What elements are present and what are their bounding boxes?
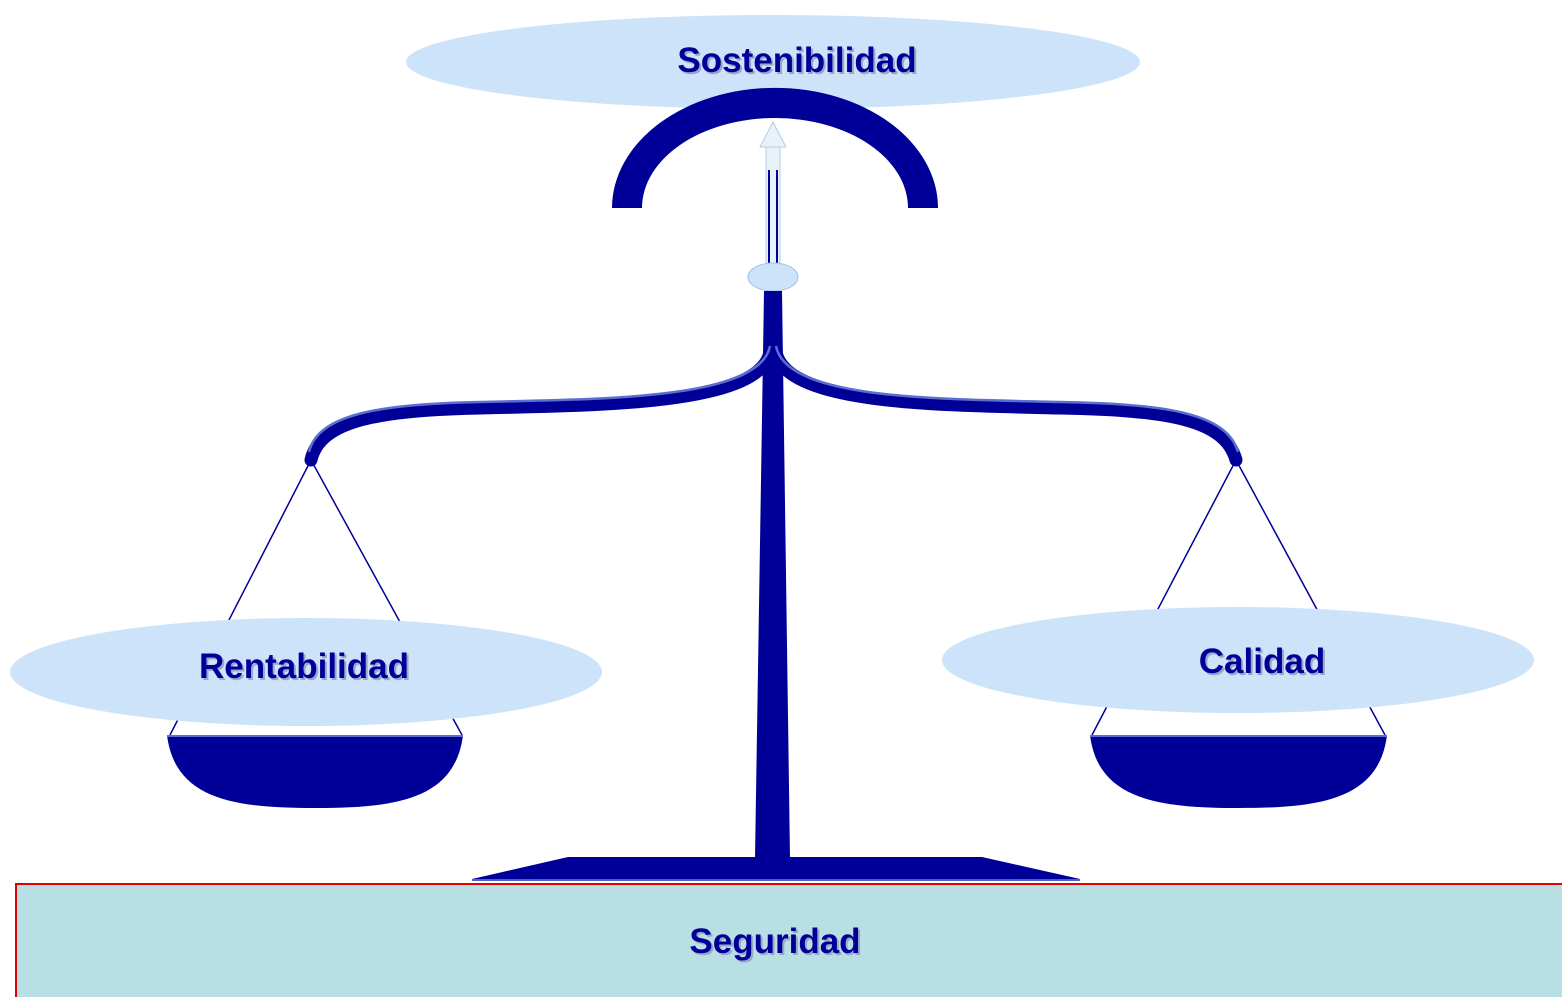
profitability-ellipse: [10, 618, 602, 726]
pivot-knob: [747, 262, 799, 292]
sustainability-node: Sostenibilidad Sostenibilidad: [406, 15, 1140, 109]
sustainability-ellipse: [406, 15, 1140, 109]
security-label: Seguridad: [689, 922, 860, 961]
top-arc: [612, 87, 938, 208]
scale-pillar: [755, 291, 790, 858]
profitability-node: Rentabilidad Rentabilidad: [10, 618, 602, 726]
profitability-label-shadow: Rentabilidad: [201, 649, 411, 688]
scale-base-plate: [472, 857, 1080, 879]
scale-beam: [304, 345, 1243, 467]
quality-label-shadow: Calidad: [1201, 644, 1327, 683]
security-label-shadow: Seguridad: [691, 924, 862, 963]
quality-ellipse: [942, 607, 1534, 713]
quality-node: Calidad Calidad: [942, 607, 1534, 713]
quality-label: Calidad: [1199, 642, 1325, 681]
profitability-label: Rentabilidad: [199, 647, 409, 686]
left-pan-bowl: [167, 735, 463, 808]
sustainability-label: Sostenibilidad: [677, 41, 916, 80]
right-pan-bowl: [1090, 735, 1387, 808]
security-box: [15, 883, 1562, 997]
sustainability-label-shadow: Sostenibilidad: [679, 43, 918, 82]
security-base: Seguridad Seguridad: [15, 883, 1562, 997]
up-arrow: [759, 120, 787, 271]
